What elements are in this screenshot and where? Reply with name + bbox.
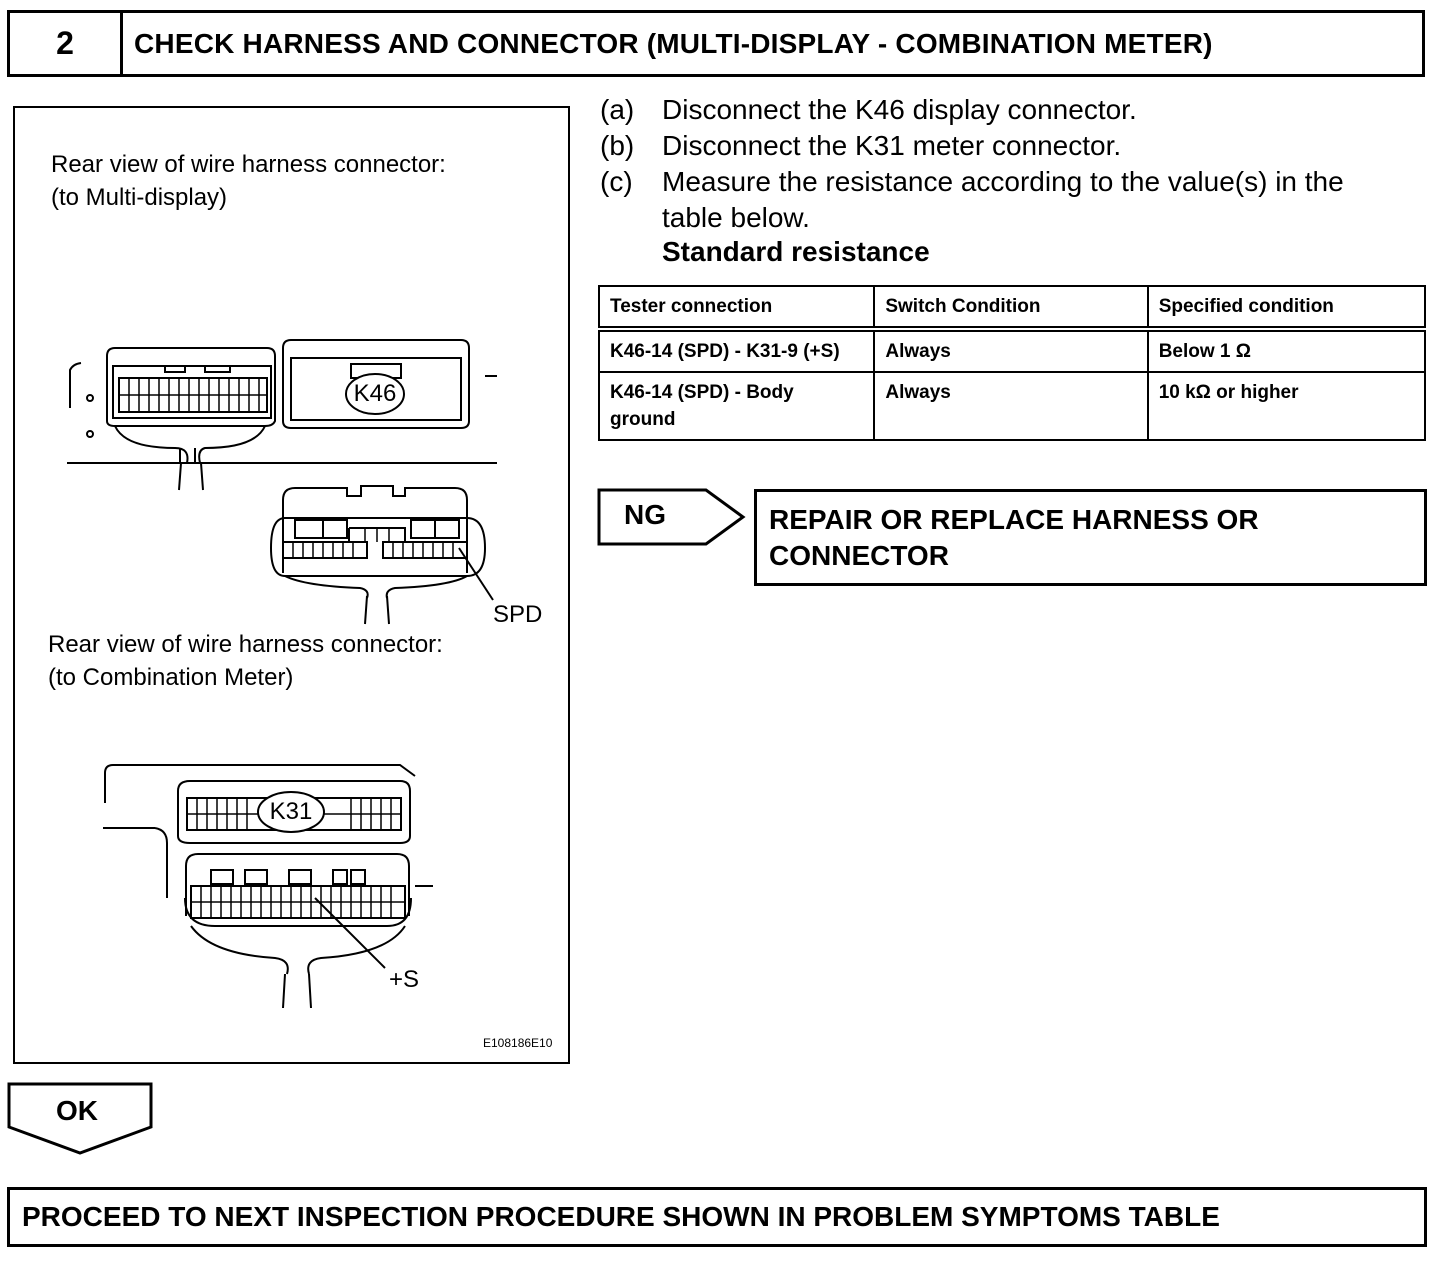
step-header: 2 CHECK HARNESS AND CONNECTOR (MULTI-DIS… <box>7 10 1425 77</box>
ng-action-box: REPAIR OR REPLACE HARNESS OR CONNECTOR <box>754 489 1427 586</box>
table-header: Switch Condition <box>873 285 1149 330</box>
table-row: K46-14 (SPD) - Body ground Always 10 kΩ … <box>597 371 1427 441</box>
step-number: 2 <box>10 13 123 74</box>
caption-multidisplay-line1: Rear view of wire harness connector: <box>51 151 446 178</box>
caption-multidisplay-line2: (to Multi-display) <box>51 184 228 211</box>
table-row: K46-14 (SPD) - K31-9 (+S) Always Below 1… <box>597 328 1427 373</box>
step-c-text: Measure the resistance according to the … <box>662 166 1344 197</box>
step-title: CHECK HARNESS AND CONNECTOR (MULTI-DISPL… <box>134 27 1213 59</box>
step-a-text: Disconnect the K46 display connector. <box>662 94 1137 125</box>
connector-drawing <box>67 339 497 1009</box>
step-c-text-cont: table below. <box>662 202 810 233</box>
ng-action-line1: REPAIR OR REPLACE HARNESS OR <box>769 504 1259 535</box>
connector-illustration: Rear view of wire harness connector: (to… <box>13 106 570 1064</box>
ng-action-text: REPAIR OR REPLACE HARNESS OR CONNECTOR <box>769 502 1259 574</box>
standard-resistance-title: Standard resistance <box>662 236 930 267</box>
connector-label-k46: K46 <box>353 380 397 407</box>
terminal-label-plus-s: +S <box>389 966 420 993</box>
ng-label: NG <box>624 499 666 530</box>
ng-action-line2: CONNECTOR <box>769 540 949 571</box>
table-cell: Always <box>873 371 1149 441</box>
caption-meter-line2: (to Combination Meter) <box>48 664 294 691</box>
next-procedure-box: PROCEED TO NEXT INSPECTION PROCEDURE SHO… <box>7 1187 1427 1247</box>
step-a-label: (a) <box>600 94 635 125</box>
table-cell: Below 1 Ω <box>1146 328 1427 373</box>
ok-label: OK <box>56 1095 98 1126</box>
step-b-text: Disconnect the K31 meter connector. <box>662 130 1122 161</box>
step-c-label: (c) <box>600 166 633 197</box>
table-cell: Always <box>873 328 1149 373</box>
table-header: Specified condition <box>1146 285 1427 330</box>
next-procedure-text: PROCEED TO NEXT INSPECTION PROCEDURE SHO… <box>22 1201 1220 1232</box>
resistance-table: Tester connection Switch Condition Speci… <box>597 285 1427 441</box>
table-cell: K46-14 (SPD) - Body ground <box>597 371 876 441</box>
caption-meter-line1: Rear view of wire harness connector: <box>48 631 443 658</box>
table-header: Tester connection <box>597 285 876 330</box>
connector-label-k31: K31 <box>269 798 313 825</box>
terminal-label-spd: SPD <box>493 601 543 628</box>
table-header-row: Tester connection Switch Condition Speci… <box>597 285 1427 330</box>
figure-id: E108186E10 <box>483 1036 553 1050</box>
ok-arrow-icon <box>7 1082 153 1155</box>
table-cell: K46-14 (SPD) - K31-9 (+S) <box>597 328 876 373</box>
table-cell: 10 kΩ or higher <box>1146 371 1427 441</box>
ng-arrow-icon <box>597 488 746 546</box>
step-b-label: (b) <box>600 130 635 161</box>
